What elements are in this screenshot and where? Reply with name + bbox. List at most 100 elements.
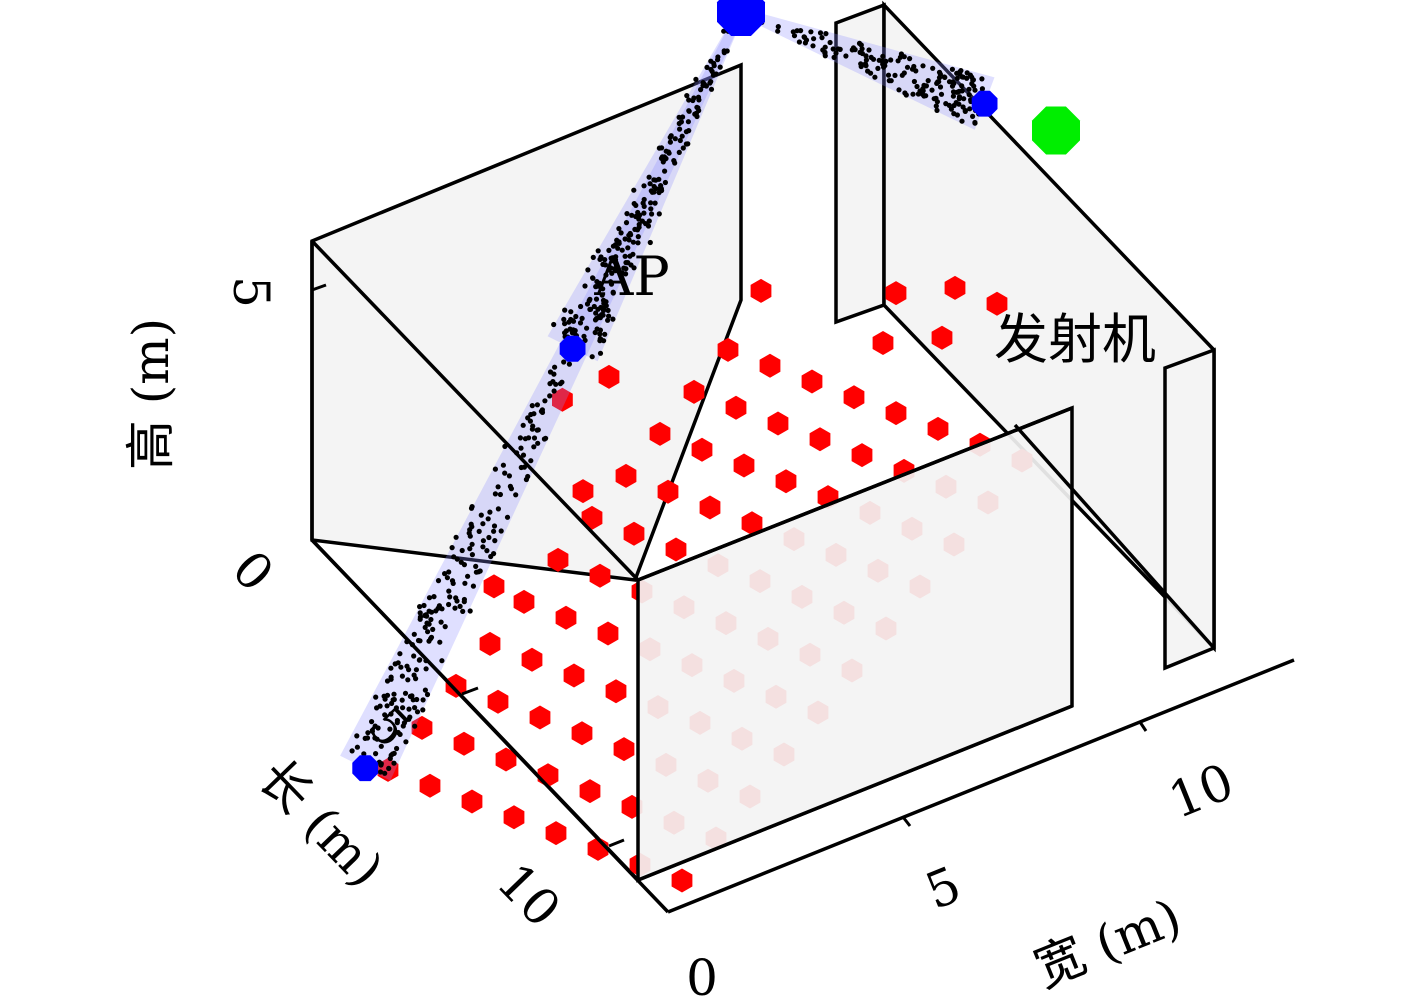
sample-point	[452, 605, 458, 611]
sample-point	[411, 631, 417, 637]
sample-point	[907, 56, 913, 62]
sample-point	[439, 658, 445, 664]
sample-point	[690, 97, 696, 104]
sample-point	[506, 473, 512, 479]
sample-point	[369, 719, 375, 725]
inner-wall-top-edge	[310, 239, 640, 582]
sample-point	[354, 744, 360, 750]
grid-point	[597, 621, 619, 646]
sample-point	[508, 486, 514, 492]
sample-point	[504, 514, 511, 520]
sample-point	[403, 739, 409, 745]
sample-point	[447, 594, 453, 600]
sample-point	[561, 316, 567, 322]
sample-point	[937, 84, 944, 90]
sample-point	[868, 70, 874, 76]
ap-marker	[717, 0, 765, 36]
sample-point	[444, 575, 450, 581]
grid-point	[572, 479, 594, 504]
sample-point	[412, 723, 418, 729]
sample-point	[810, 43, 816, 49]
x-tick-label-0: 0	[686, 949, 718, 1004]
sample-point	[495, 484, 501, 490]
sample-point	[562, 321, 568, 327]
sample-point	[535, 427, 541, 433]
sample-point	[523, 476, 530, 483]
receiver-marker	[559, 335, 586, 362]
sample-point	[962, 108, 968, 114]
sample-point	[397, 651, 403, 657]
sample-point	[708, 79, 714, 85]
sample-point	[377, 769, 384, 775]
sample-point	[497, 491, 503, 498]
sample-point	[480, 544, 486, 550]
sample-point	[817, 30, 824, 36]
sample-point	[685, 141, 691, 147]
sample-point	[461, 562, 467, 568]
sample-point	[542, 398, 548, 404]
sample-point	[659, 187, 665, 194]
grid-point	[927, 416, 949, 441]
marker-layer	[352, 0, 1080, 782]
sample-point	[563, 328, 570, 334]
sample-point	[594, 279, 600, 285]
sample-point	[651, 177, 657, 183]
sample-point	[933, 103, 939, 109]
grid-point	[453, 731, 475, 756]
sample-point	[484, 548, 490, 554]
sample-point	[652, 200, 658, 206]
sample-point	[597, 350, 604, 356]
sample-point	[715, 57, 721, 63]
sample-point	[597, 338, 603, 344]
sample-point	[354, 733, 360, 739]
sample-point	[425, 629, 431, 635]
sample-point	[794, 28, 800, 34]
sample-point	[430, 626, 436, 633]
sample-point	[372, 723, 378, 729]
sample-point	[886, 78, 892, 84]
sample-point	[485, 516, 491, 522]
sample-point	[946, 79, 953, 85]
y-tick-label-10: 10	[486, 852, 572, 938]
sample-point	[592, 317, 599, 323]
grid-point	[571, 721, 593, 746]
sample-point	[391, 691, 397, 697]
grid-point	[495, 747, 517, 772]
sample-point	[775, 24, 781, 30]
sample-point	[970, 113, 976, 119]
sample-point	[372, 735, 378, 741]
sample-point	[409, 693, 415, 699]
sample-point	[461, 599, 467, 605]
sample-point	[902, 90, 908, 96]
sample-point	[388, 665, 394, 671]
sample-point	[442, 571, 448, 577]
sample-point	[491, 528, 497, 534]
sample-point	[373, 694, 379, 700]
sample-point	[584, 325, 590, 331]
sample-point	[593, 310, 599, 316]
sample-point	[391, 760, 397, 766]
sample-point	[498, 528, 504, 534]
sample-point	[466, 530, 472, 536]
sample-point	[672, 136, 678, 142]
sample-point	[595, 248, 601, 254]
sample-point	[627, 230, 633, 237]
sample-point	[695, 94, 702, 100]
sample-point	[684, 93, 690, 99]
sample-point	[486, 534, 492, 541]
sample-point	[566, 319, 572, 325]
sample-point	[796, 39, 803, 45]
sample-point	[622, 253, 628, 259]
sample-point	[667, 134, 673, 140]
sample-point	[641, 203, 647, 209]
right-floor-edge	[1013, 423, 1216, 650]
sample-point	[629, 212, 635, 218]
sample-point	[393, 705, 399, 711]
sample-point	[623, 260, 629, 266]
sample-point	[895, 58, 901, 64]
sample-point	[426, 595, 433, 601]
x-axis-line	[667, 658, 1295, 914]
sample-point	[457, 603, 463, 610]
sample-point	[609, 257, 616, 263]
sample-point	[595, 306, 601, 312]
